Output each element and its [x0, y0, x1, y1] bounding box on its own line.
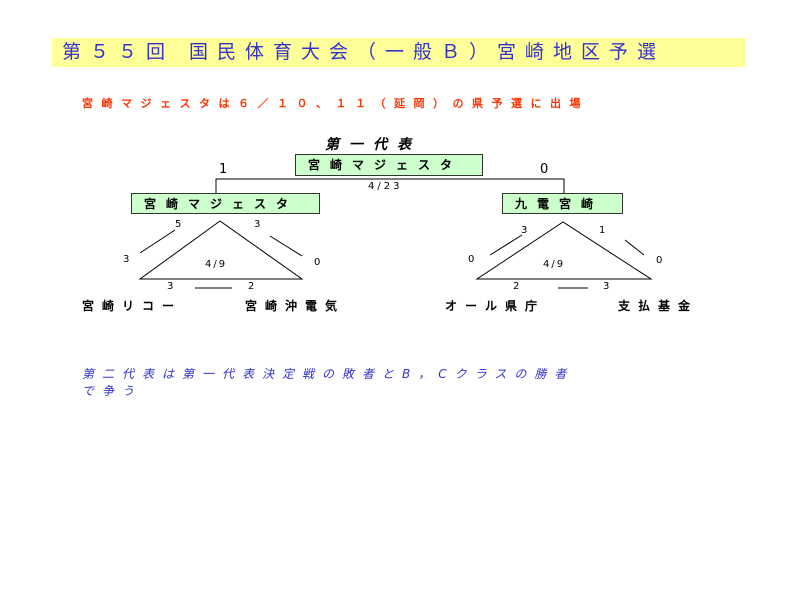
team-name: 支払基金 [618, 299, 699, 313]
group-date: 4/9 [543, 259, 566, 270]
final-right-score: 0 [540, 162, 549, 177]
score: 0 [656, 255, 663, 266]
score: 3 [167, 281, 174, 292]
score-line [139, 229, 176, 254]
score: 2 [513, 281, 520, 292]
final-left-score: 1 [219, 162, 228, 177]
team-name: オール県庁 [445, 299, 546, 313]
score-line [269, 235, 303, 257]
winner-box: 宮崎マジェスタ [295, 154, 483, 176]
final-date: 4/23 [368, 181, 403, 192]
group-date: 4/9 [205, 259, 228, 270]
score: 3 [254, 219, 261, 230]
left-group-triangle [138, 220, 304, 280]
bracket-heading: 第一代表 [325, 137, 421, 153]
subtitle: 宮崎マジェスタは６／１０、１１（延岡）の県予選に出場 [82, 97, 589, 110]
team-name: 宮崎沖電気 [245, 299, 346, 313]
note-line: 第二代表は第一代表決定戦の敗者とB，Cクラスの勝者 [82, 367, 575, 381]
score: 3 [603, 281, 610, 292]
right-group-triangle [475, 221, 653, 280]
note-line: で争う [82, 384, 143, 398]
score-line [624, 239, 645, 256]
score: 0 [314, 257, 321, 268]
final-left-team: 宮崎マジェスタ [131, 193, 320, 214]
score: 0 [468, 254, 475, 265]
final-bracket-line [215, 178, 565, 193]
page-title: 第５５回 国民体育大会（一般Ｂ）宮崎地区予選 [52, 38, 745, 67]
second-representative-note: 第二代表は第一代表決定戦の敗者とB，Cクラスの勝者 で争う [82, 366, 574, 400]
final-right-team: 九電宮崎 [502, 193, 623, 214]
score: 5 [175, 219, 182, 230]
score: 2 [248, 281, 255, 292]
score: 1 [599, 225, 606, 236]
score: 3 [123, 254, 130, 265]
score-line [489, 234, 523, 256]
score: 3 [521, 225, 528, 236]
team-name: 宮崎リコー [82, 299, 183, 313]
